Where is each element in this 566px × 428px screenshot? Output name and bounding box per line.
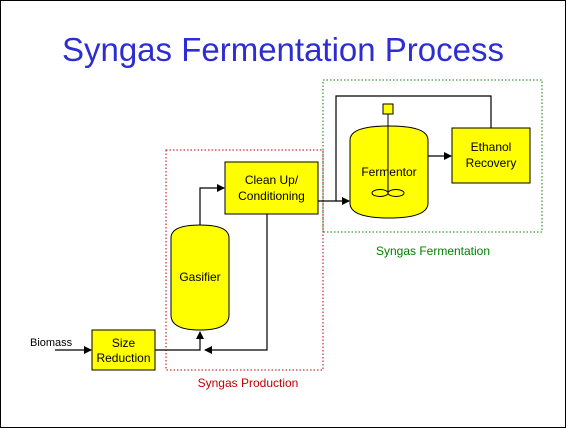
size-reduction-box	[91, 329, 156, 371]
recycle-stream-line	[335, 95, 492, 201]
cleanup-label-line2: Conditioning	[238, 189, 305, 203]
ethanol-recovery-label-line1: Ethanol	[471, 140, 512, 154]
syngas-fermentation-region	[322, 79, 543, 233]
cleanup-label-line1: Clean Up/	[245, 173, 299, 187]
cleanup-box	[224, 161, 319, 215]
gasifier-vessel	[170, 224, 230, 331]
size-reduction-label-line1: Size	[112, 336, 136, 350]
agitator-blade-right	[387, 189, 405, 197]
cleanup-return-arrow	[204, 210, 268, 354]
fermentor-vessel	[349, 125, 429, 219]
gasifier-label: Gasifier	[179, 270, 220, 284]
gasifier-to-cleanup-arrow	[199, 184, 225, 225]
size-reduction-to-gasifier-arrow	[155, 331, 204, 351]
agitator-blade-left	[371, 189, 389, 197]
slide-title: Syngas Fermentation Process	[61, 31, 505, 68]
ethanol-recovery-label-line2: Recovery	[466, 156, 517, 170]
syngas-production-label: Syngas Production	[198, 376, 299, 390]
size-reduction-label-line2: Reduction	[96, 351, 150, 365]
fermentor-label: Fermentor	[361, 165, 416, 179]
fermentor-motor	[382, 103, 394, 115]
syngas-production-region	[165, 149, 324, 371]
syngas-fermentation-label: Syngas Fermentation	[376, 244, 490, 258]
biomass-label: Biomass	[30, 337, 73, 349]
ethanol-recovery-box	[451, 127, 531, 184]
